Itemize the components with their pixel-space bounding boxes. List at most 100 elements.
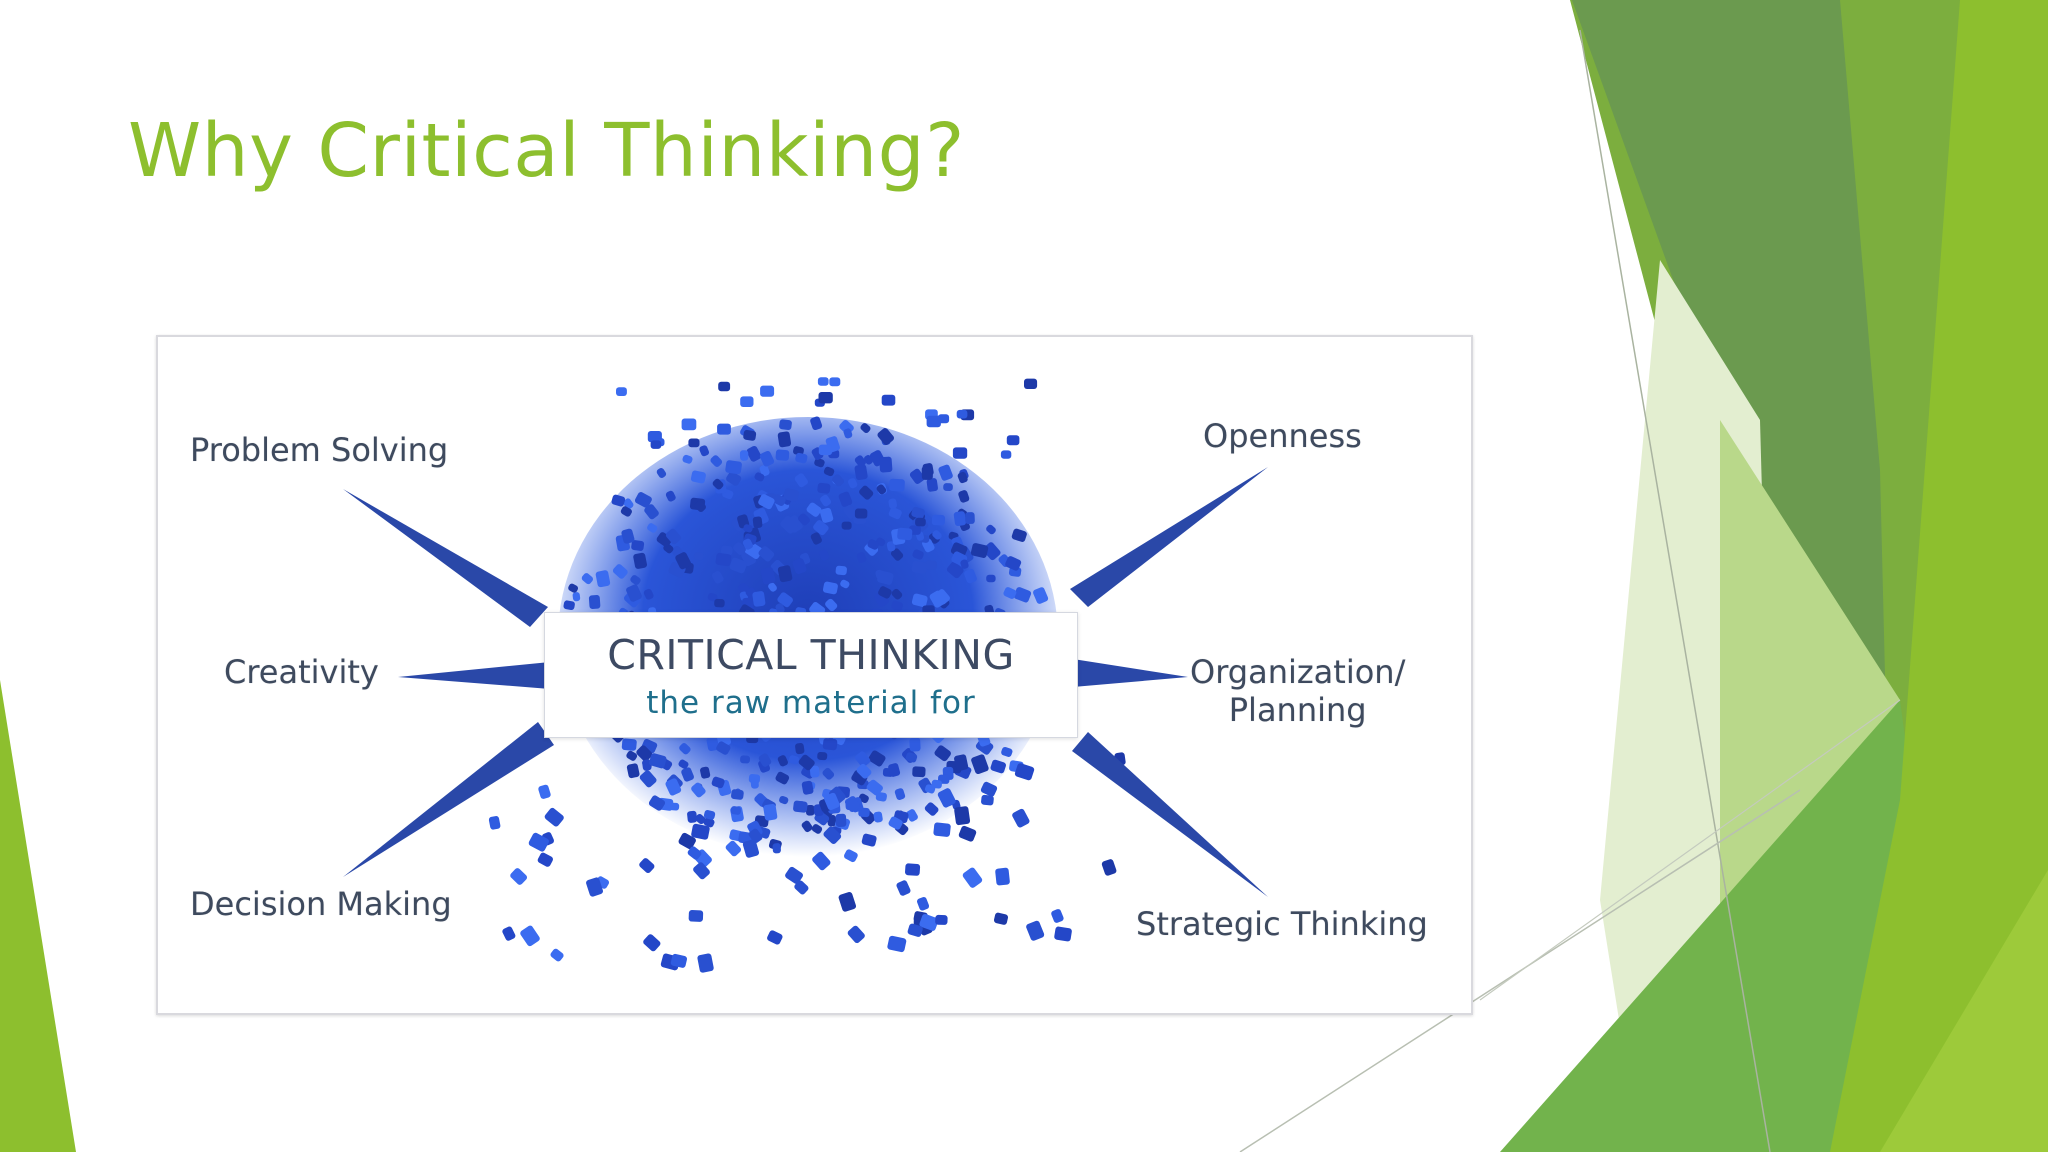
pellet (1011, 528, 1027, 542)
pellet (835, 565, 847, 576)
pellet (1005, 556, 1022, 571)
pellet (810, 532, 822, 545)
pellet (854, 464, 868, 481)
pellet (687, 810, 698, 823)
pellet (759, 464, 770, 477)
spike-openness (1070, 467, 1268, 607)
pellet (958, 490, 970, 503)
pellet (933, 822, 951, 837)
right-accent-shape-5 (1500, 700, 1960, 1152)
pellet (814, 458, 825, 468)
pellet (956, 409, 968, 419)
pellet (779, 795, 789, 805)
pellet (636, 745, 653, 762)
pellet (844, 849, 858, 863)
pellet (1006, 435, 1020, 446)
pellet (844, 796, 860, 813)
pellet (717, 423, 731, 435)
pellet (905, 863, 921, 876)
pellet (943, 483, 953, 491)
pellet (911, 593, 928, 608)
pellet (822, 738, 838, 751)
pellet (691, 782, 706, 798)
pellet (1012, 808, 1030, 828)
label-creativity: Creativity (224, 653, 379, 691)
pellet (847, 478, 858, 489)
pellet (777, 592, 793, 608)
pellet (801, 780, 814, 795)
pellet (993, 912, 1009, 925)
pellet (688, 438, 700, 448)
pellet (911, 560, 928, 574)
pellet (740, 755, 750, 764)
pellet (711, 570, 724, 584)
center-caption-box: CRITICAL THINKING the raw material for (544, 612, 1078, 738)
pellet (510, 868, 528, 885)
pellet (633, 552, 647, 569)
pellet (820, 507, 834, 523)
pellet (678, 759, 689, 769)
pellet (752, 516, 763, 529)
pellet (665, 528, 682, 545)
pellet (829, 377, 841, 387)
pellet (921, 466, 933, 480)
slide-title: Why Critical Thinking? (128, 108, 965, 194)
pellet (881, 394, 896, 406)
pellet (906, 809, 918, 822)
pellet (777, 431, 792, 448)
pellet (620, 506, 632, 517)
label-decision-making: Decision Making (190, 885, 452, 923)
pellet (915, 517, 926, 527)
pellet (777, 565, 793, 583)
center-subtitle: the raw material for (646, 685, 976, 721)
pellet (777, 755, 788, 767)
pellet (647, 523, 658, 533)
pellet (760, 567, 776, 585)
pellet (711, 776, 725, 789)
pellet (868, 750, 886, 767)
pellet (538, 784, 551, 799)
pellet (891, 600, 903, 611)
pellet (656, 468, 667, 478)
pellet (675, 552, 692, 570)
pellet (888, 507, 902, 520)
pellet (926, 415, 941, 428)
pellet (720, 545, 733, 556)
pellet (742, 839, 760, 858)
pellet (888, 816, 903, 830)
pellet (801, 820, 813, 833)
pellet (703, 817, 715, 828)
pellet (792, 558, 807, 575)
label-organization-line1: Organization/ (1190, 653, 1406, 691)
pellet (877, 570, 894, 585)
pellet (854, 508, 868, 519)
deco-line-1 (1579, 29, 1771, 1152)
pellet (746, 445, 762, 462)
pellet (712, 478, 724, 490)
pellet (775, 603, 785, 614)
pellet (894, 788, 906, 800)
pellet (697, 953, 714, 973)
pellet (878, 586, 892, 599)
pellet (611, 494, 626, 507)
pellet (726, 471, 742, 486)
pellet (707, 592, 718, 602)
pellet (822, 767, 835, 780)
pellet (595, 570, 611, 588)
pellet (888, 763, 901, 777)
spike-creativity (398, 662, 550, 689)
pellet (649, 753, 667, 769)
pellet (740, 396, 754, 407)
pellet (823, 826, 842, 845)
pellet (1051, 909, 1064, 923)
right-accent-shape-6 (1830, 0, 2048, 1152)
pellet (760, 385, 775, 397)
pellet (1000, 450, 1012, 459)
pellet (856, 552, 867, 563)
pellet (818, 444, 832, 456)
pellet (916, 897, 930, 911)
pellet (818, 392, 833, 404)
pellet (981, 794, 994, 806)
